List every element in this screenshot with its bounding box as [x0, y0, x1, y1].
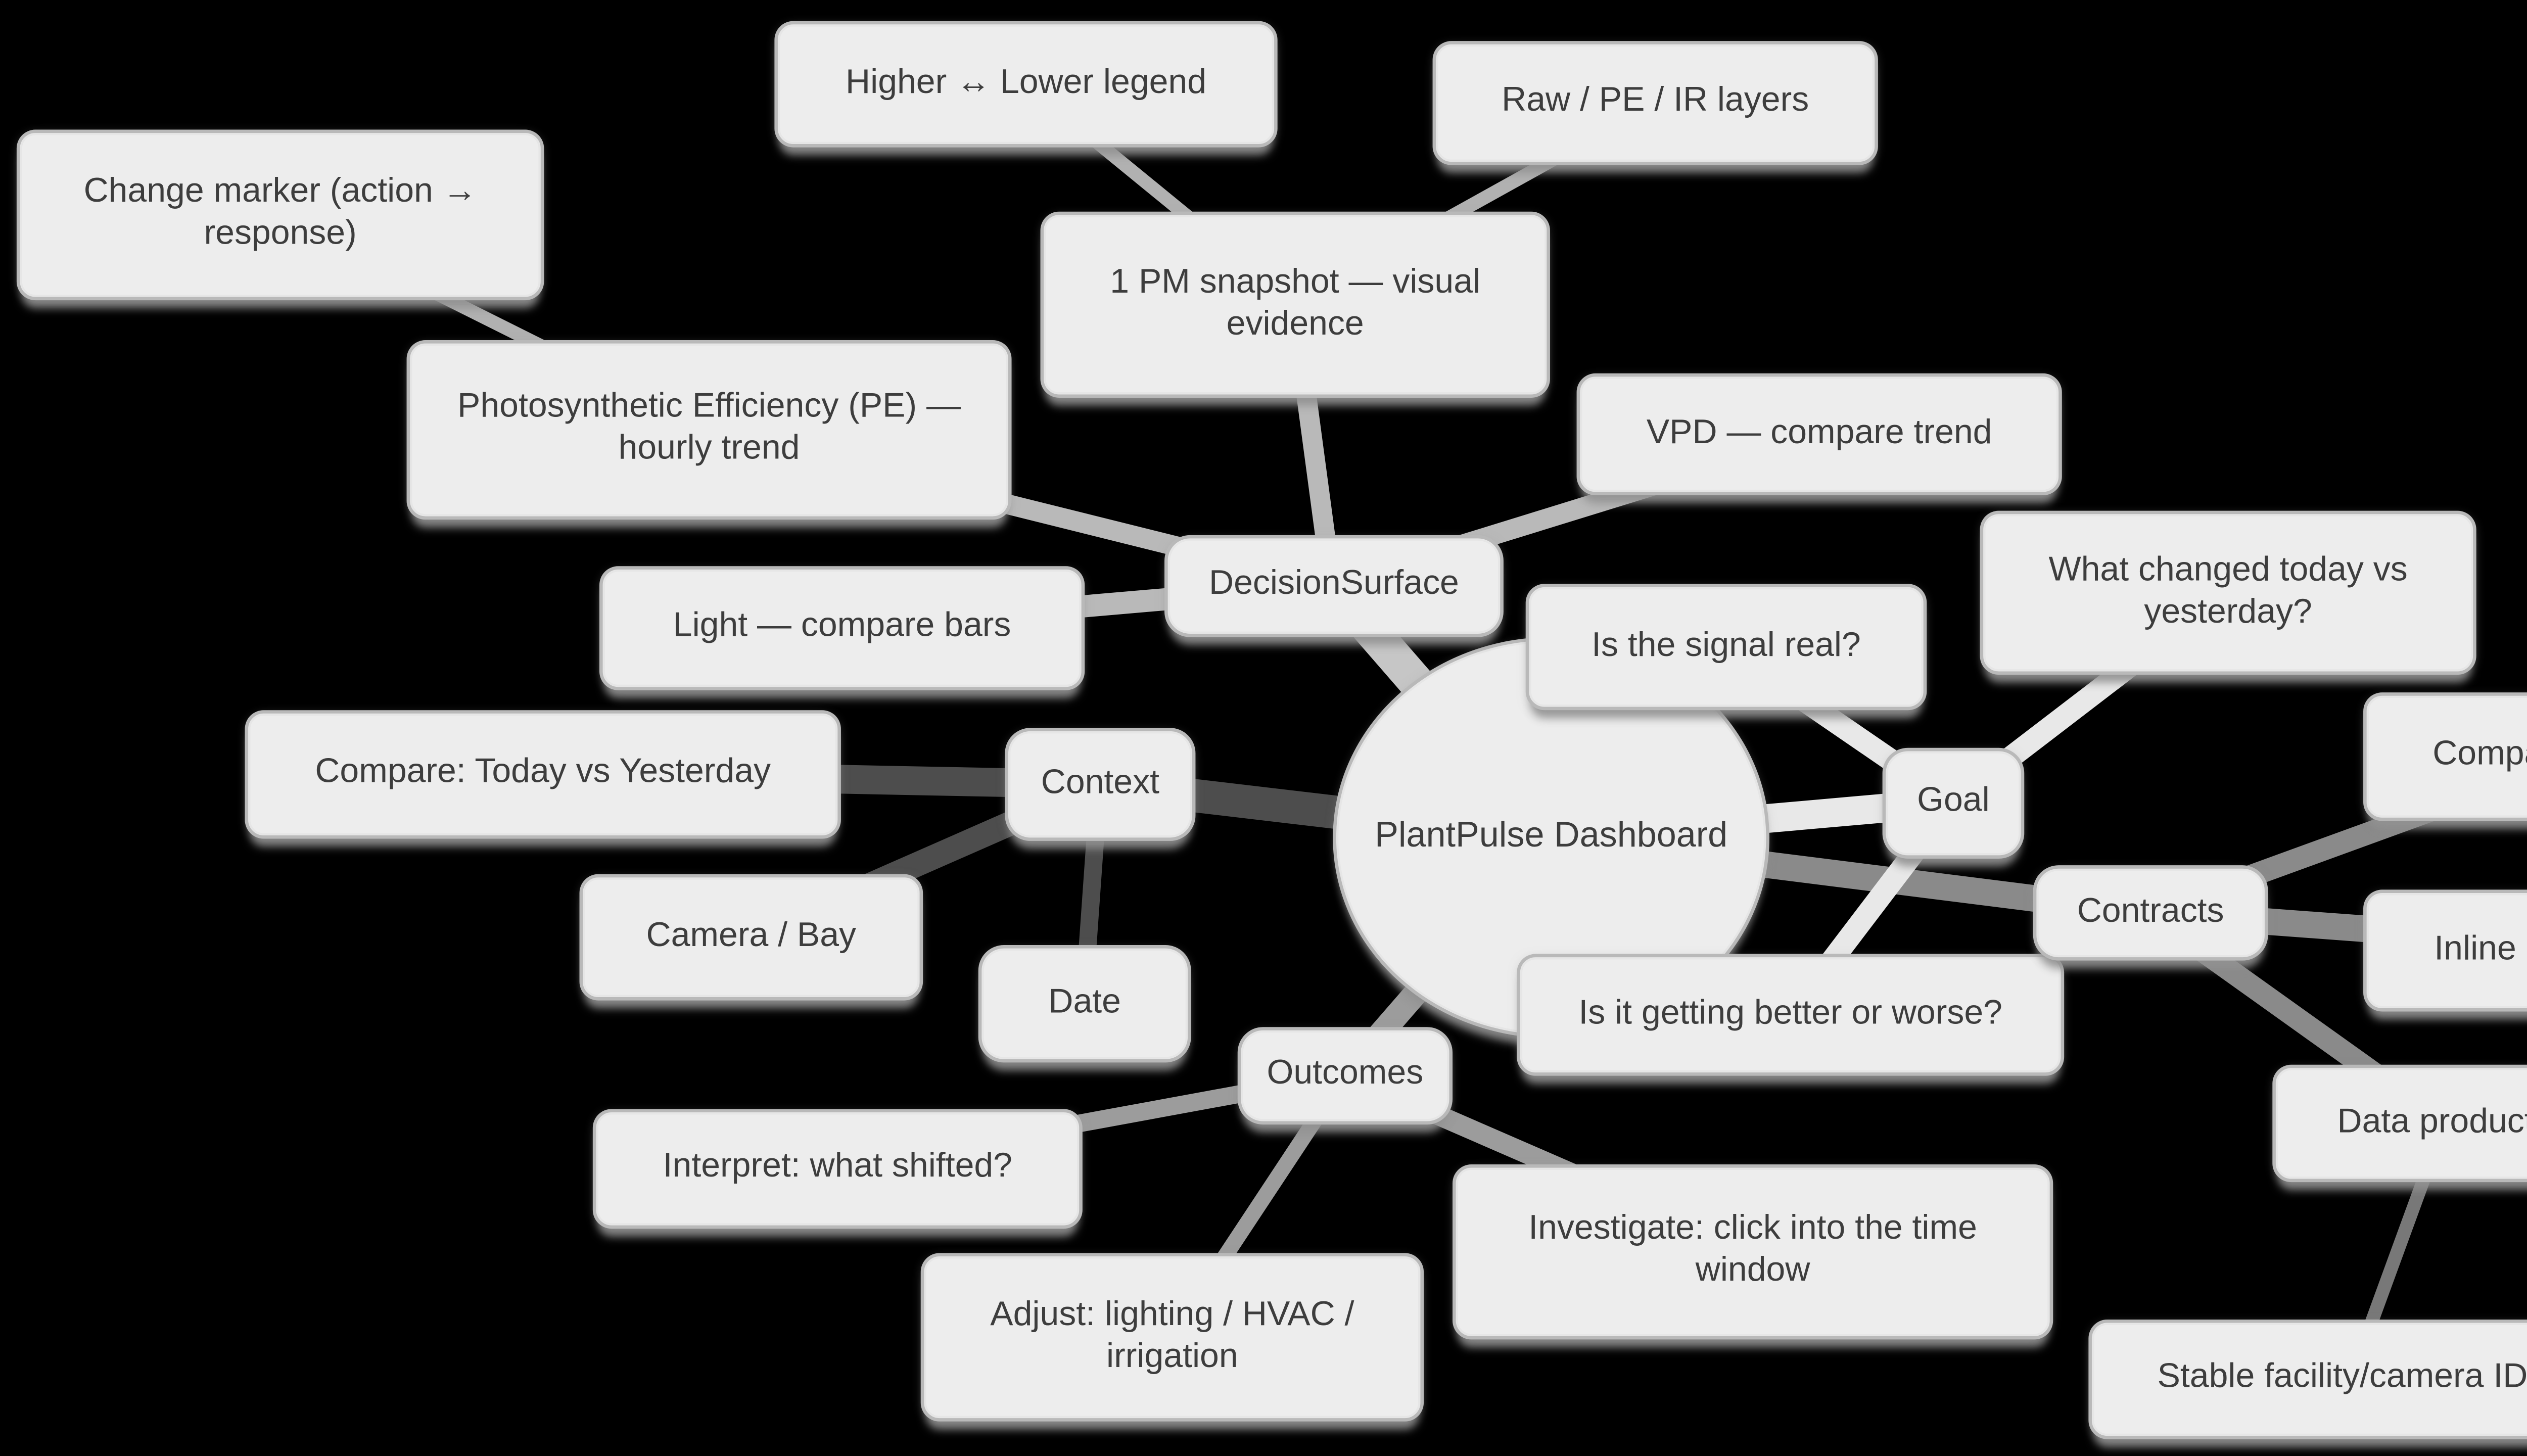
node-label: Inline metric explanations (ⓘ)	[2434, 929, 2527, 968]
node-label: Higher ↔ Lower legend	[846, 63, 1207, 101]
node-what-changed[interactable]: What changed today vs yesterday?	[1983, 514, 2473, 672]
node-label: Light — compare bars	[673, 607, 1011, 645]
node-label: Is the signal real?	[1592, 626, 1861, 664]
node-context[interactable]: Context	[1008, 731, 1192, 838]
node-raw-pe-ir-layers[interactable]: Raw / PE / IR layers	[1436, 44, 1875, 162]
node-label: Change marker (action → response)	[83, 173, 477, 253]
node-label: Photosynthetic Efficiency (PE) — hourly …	[457, 388, 961, 468]
node-label: Comparison engine	[2432, 735, 2527, 774]
node-label: VPD — compare trend	[1646, 413, 1992, 451]
node-contracts[interactable]: Contracts	[2036, 868, 2265, 958]
node-label: Outcomes	[1267, 1055, 1424, 1093]
node-label: Raw / PE / IR layers	[1502, 82, 1809, 120]
node-date[interactable]: Date	[981, 948, 1188, 1059]
node-label: PlantPulse Dashboard	[1375, 818, 1728, 856]
node-label: Date	[1048, 982, 1121, 1021]
node-label: 1 PM snapshot — visual evidence	[1110, 262, 1481, 343]
node-label: Compare: Today vs Yesterday	[315, 753, 771, 791]
node-compare-today-vs-yesterday[interactable]: Compare: Today vs Yesterday	[248, 713, 838, 835]
node-decision-surface[interactable]: DecisionSurface	[1167, 538, 1501, 634]
node-comparison-engine[interactable]: Comparison engine	[2366, 695, 2527, 818]
node-is-it-getting-better-or-worse[interactable]: Is it getting better or worse?	[1520, 957, 2061, 1073]
node-label: DecisionSurface	[1209, 565, 1459, 603]
node-outcomes[interactable]: Outcomes	[1241, 1030, 1449, 1121]
node-is-the-signal-real[interactable]: Is the signal real?	[1529, 587, 1924, 707]
node-label: Stable facility/camera IDs	[2157, 1358, 2527, 1396]
node-label: Is it getting better or worse?	[1578, 994, 2002, 1032]
node-adjust-lighting-hvac-irrigation[interactable]: Adjust: lighting / HVAC / irrigation	[924, 1256, 1421, 1419]
node-light-compare-bars[interactable]: Light — compare bars	[602, 569, 1082, 687]
node-data-products[interactable]: Data products	[2275, 1068, 2527, 1179]
node-higher-lower-legend[interactable]: Higher ↔ Lower legend	[777, 24, 1275, 144]
node-investigate-time-window[interactable]: Investigate: click into the time window	[1456, 1167, 2050, 1336]
node-photosynthetic-efficiency[interactable]: Photosynthetic Efficiency (PE) — hourly …	[410, 343, 1008, 516]
node-vpd-compare-trend[interactable]: VPD — compare trend	[1580, 377, 2059, 492]
node-inline-metric-explanations[interactable]: Inline metric explanations (ⓘ)	[2366, 893, 2527, 1008]
node-label: Investigate: click into the time window	[1528, 1210, 1978, 1290]
node-interpret-what-shifted[interactable]: Interpret: what shifted?	[596, 1112, 1080, 1226]
node-label: Camera / Bay	[646, 916, 857, 954]
node-1pm-snapshot[interactable]: 1 PM snapshot — visual evidence	[1044, 215, 1547, 395]
node-label: Adjust: lighting / HVAC / irrigation	[990, 1295, 1354, 1375]
node-camera-bay[interactable]: Camera / Bay	[583, 877, 920, 998]
node-label: Contracts	[2077, 891, 2224, 930]
node-label: Interpret: what shifted?	[663, 1148, 1012, 1186]
node-label: Data products	[2337, 1102, 2527, 1141]
node-label: What changed today vs yesterday?	[2048, 550, 2408, 631]
node-label: Context	[1041, 763, 1159, 802]
node-label: Goal	[1917, 782, 1990, 820]
node-goal[interactable]: Goal	[1886, 751, 2021, 856]
node-stable-facility-camera-ids[interactable]: Stable facility/camera IDs	[2091, 1323, 2527, 1436]
node-change-marker[interactable]: Change marker (action → response)	[20, 133, 541, 297]
